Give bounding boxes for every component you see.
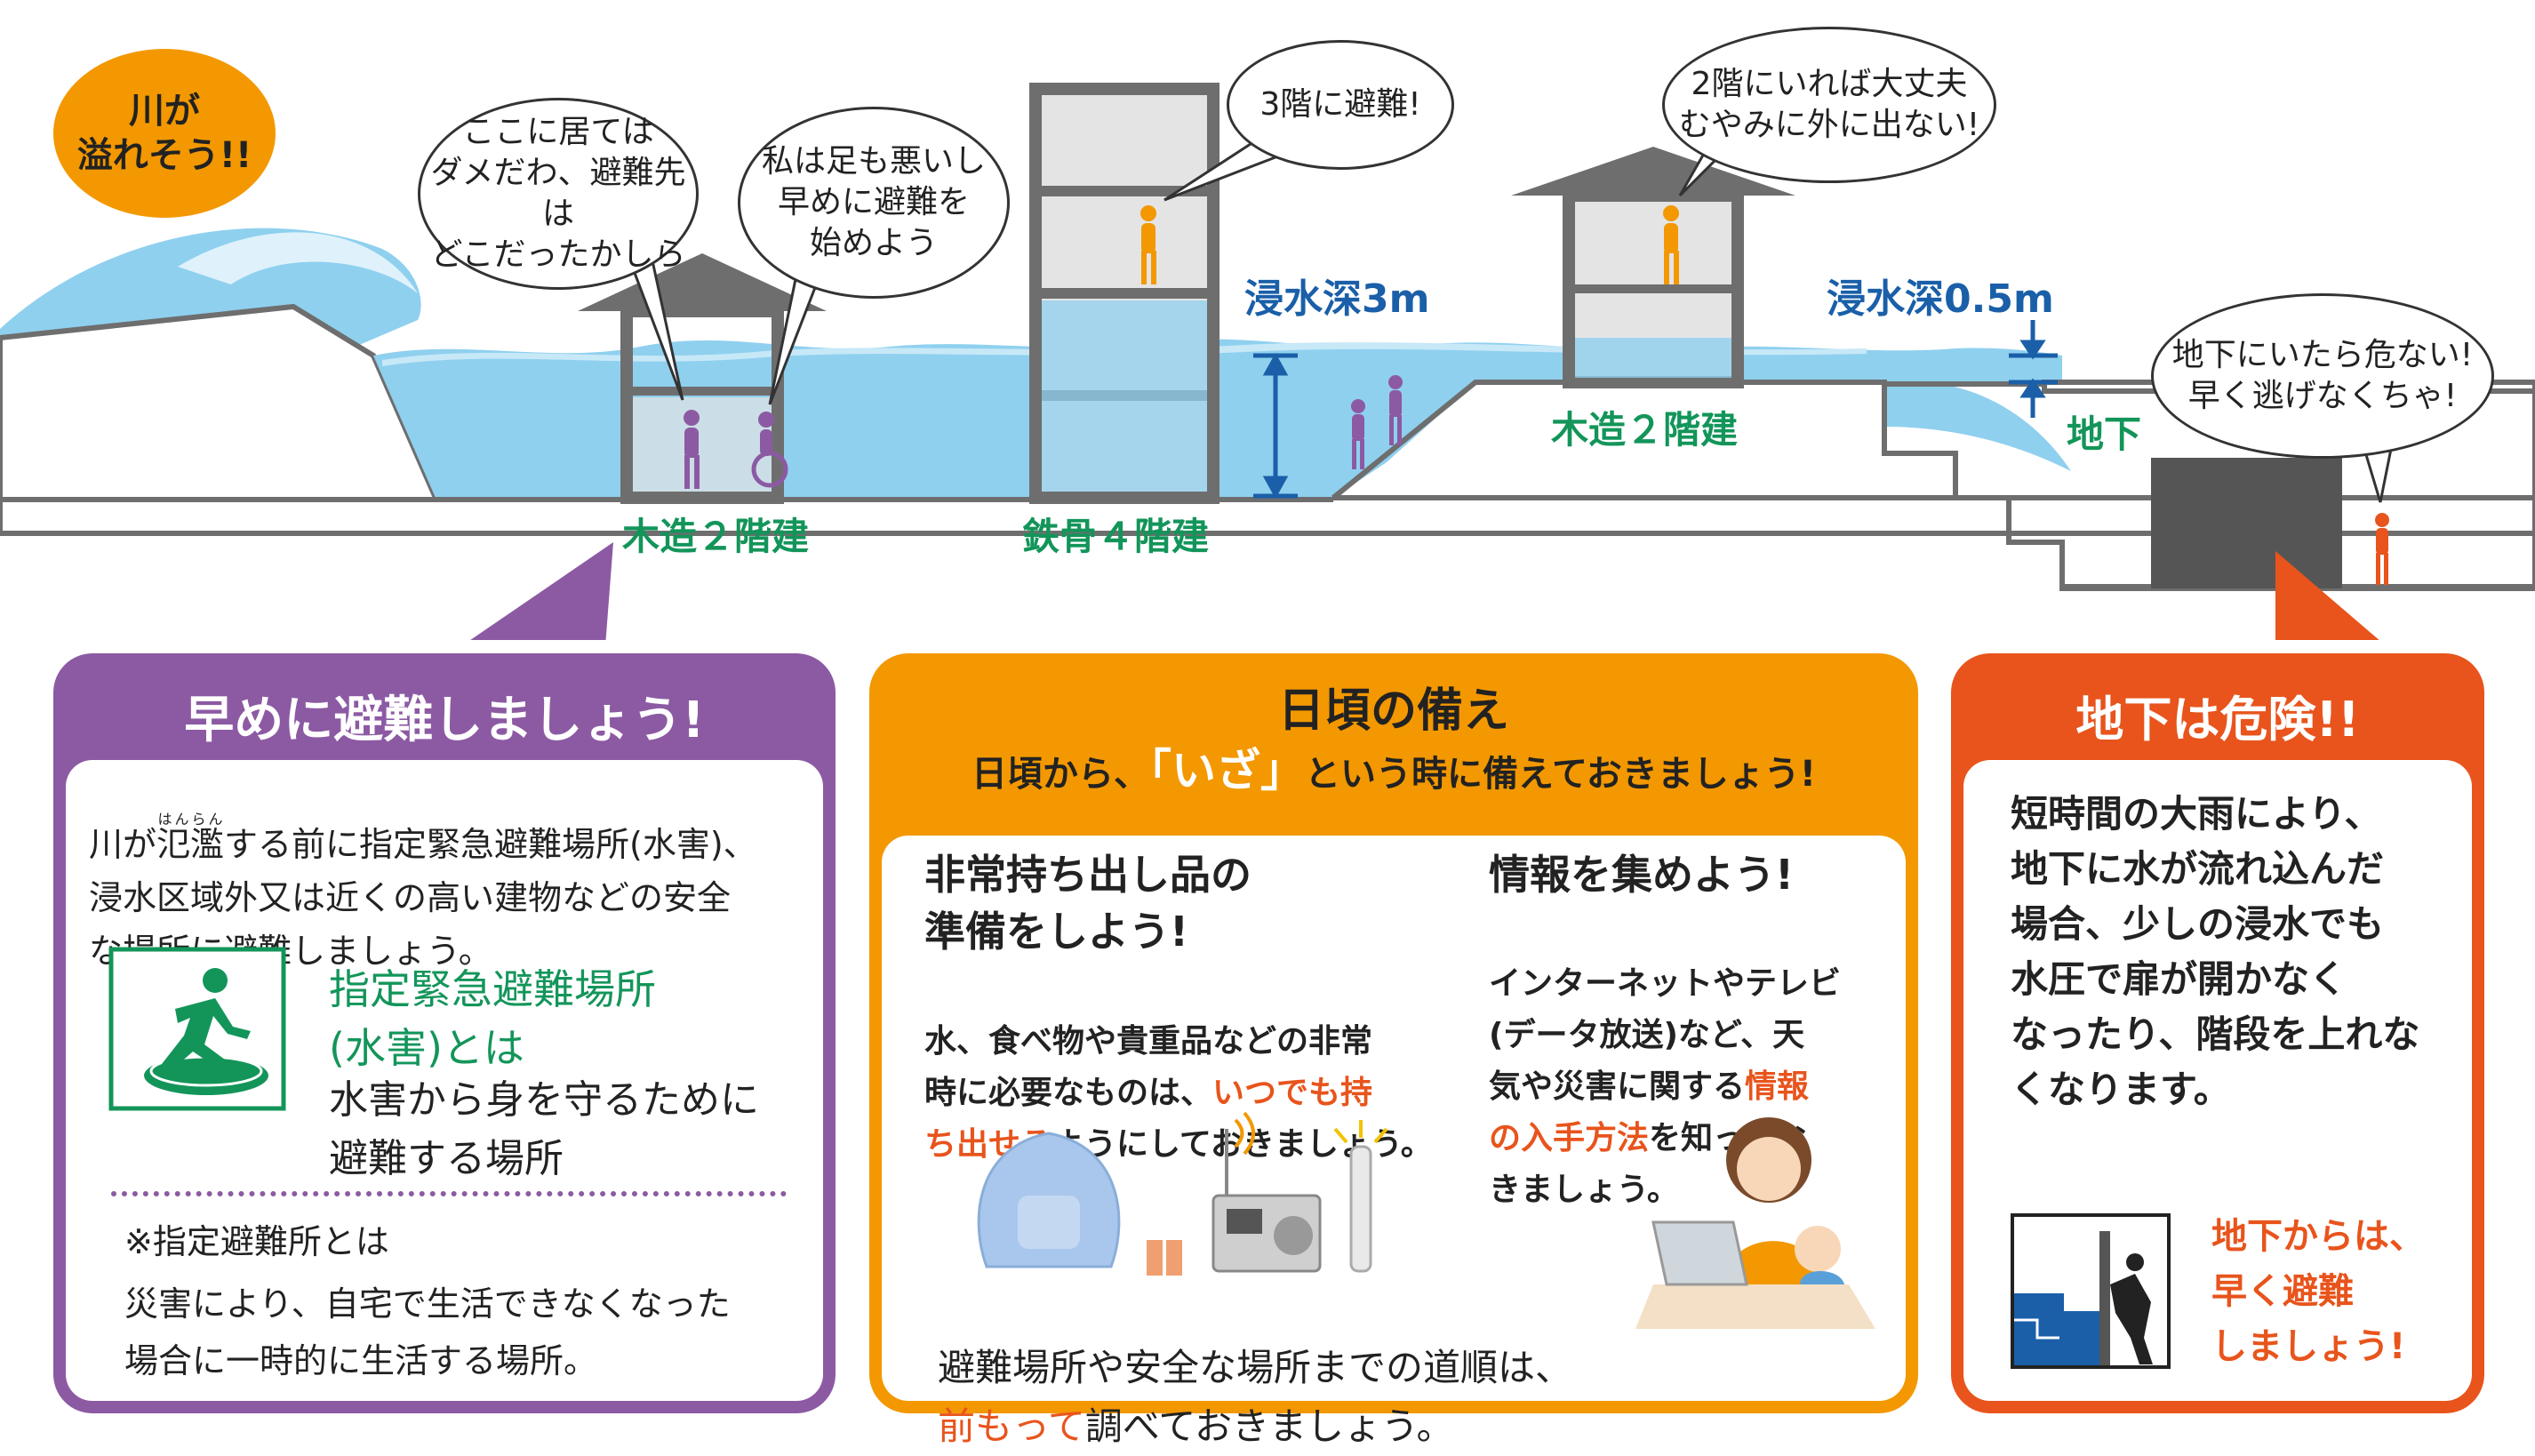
emergency-supplies-illustration: [977, 1111, 1388, 1276]
person-3rd-floor: [1140, 205, 1156, 284]
family-laptop-illustration: [1635, 1117, 1875, 1329]
flashlight-icon: [1349, 1145, 1372, 1273]
underground-door-icon: [2011, 1213, 2171, 1369]
evacuation-route-text: 避難場所や安全な場所までの道順は、 前もって調べておきましょう。: [938, 1346, 1573, 1448]
battery-icon: [1147, 1240, 1163, 1276]
emergency-kit-text: 水、食べ物や貴重品などの非常 時に必要なものは、いつでも持 ち出せるようにしてお…: [924, 1023, 1433, 1163]
emergency-kit-title: 非常持ち出し品の 準備をしよう!: [924, 851, 1252, 956]
underground-room: [2151, 458, 2342, 588]
person-elderly: [684, 410, 700, 489]
right-panel-pointer: [2275, 551, 2379, 640]
depth-arrow-3m: [1253, 352, 1298, 500]
flood-scene-illustration: [0, 83, 2535, 640]
flood-alert-badge: 川が 溢れそう!!: [53, 49, 276, 218]
panel-left-body: 川が氾濫はんらんする前に指定緊急避難場所(水害)、 浸水区域外又は近くの高い建物…: [89, 811, 757, 971]
bubble-third-floor: 3階に避難!: [1227, 40, 1454, 170]
steel-building: [1029, 83, 1220, 504]
left-panel-pointer: [470, 542, 613, 640]
bubble-underground: 地下にいたら危ない! 早く逃げなくちゃ!: [2151, 293, 2494, 459]
underground-water: [1884, 380, 2071, 471]
panel-center-heading: 日頃の備え: [1277, 684, 1509, 738]
underground-evacuate-callout: 地下からは、 早く避難 しましょう!: [2211, 1216, 2425, 1367]
label-underground: 地下: [2067, 412, 2142, 456]
wood-house-right: [1511, 147, 1795, 388]
label-depth-3m: 浸水深3m: [1244, 276, 1430, 322]
label-depth-05m: 浸水深0.5m: [1827, 276, 2054, 322]
label-wood-house-left: 木造２階建: [622, 515, 810, 558]
bubble-second-floor: 2階にいれば大丈夫 むやみに外に出ない!: [1662, 27, 1996, 183]
wood-house-left: [578, 253, 827, 504]
evacuation-site-icon: [108, 947, 286, 1111]
shelter-definition-title: 指定緊急避難場所 (水害)とは: [329, 965, 656, 1072]
depth-arrow-05m: [2009, 320, 2058, 418]
shelter-note-body: 災害により、自宅で生活できなくなった 場合に一時的に生活する場所。: [124, 1284, 731, 1380]
label-wood-house-right: 木造２階建: [1551, 408, 1739, 452]
river-wave-crest: [178, 232, 418, 293]
panel-evacuate-early: 早めに避難しましょう!: [53, 653, 836, 1413]
person-wheelchair: [751, 412, 788, 488]
label-steel-building: 鉄骨４階建: [1022, 515, 1210, 558]
shelter-note-title: ※指定避難所とは: [124, 1222, 389, 1261]
persons-walking: [1351, 375, 1403, 469]
dotted-divider: [111, 1191, 787, 1196]
panel-left-heading: 早めに避難しましょう!: [184, 692, 705, 749]
collect-info-title: 情報を集めよう!: [1489, 851, 1794, 899]
person-2nd-floor: [1663, 205, 1679, 284]
bubble-wheelchair-thought: 私は足も悪いし 早めに避難を 始めよう: [738, 107, 1010, 299]
shelter-definition-body: 水害から身を守るために 避難する場所: [329, 1077, 759, 1181]
panel-center-subheading: 日頃から、「いざ」という時に備えておきましょう!: [971, 745, 1817, 796]
panel-right-heading: 地下は危険!!: [2075, 692, 2360, 748]
underground-warning-text: 短時間の大雨により、 地下に水が流れ込んだ 場合、少しの浸水でも 水圧で扉が開か…: [2011, 792, 2420, 1111]
bubble-elderly-thought: ここに居ては ダメだわ、避難先は どこだったかしら: [418, 98, 699, 290]
person-underground-exit: [2375, 513, 2389, 585]
